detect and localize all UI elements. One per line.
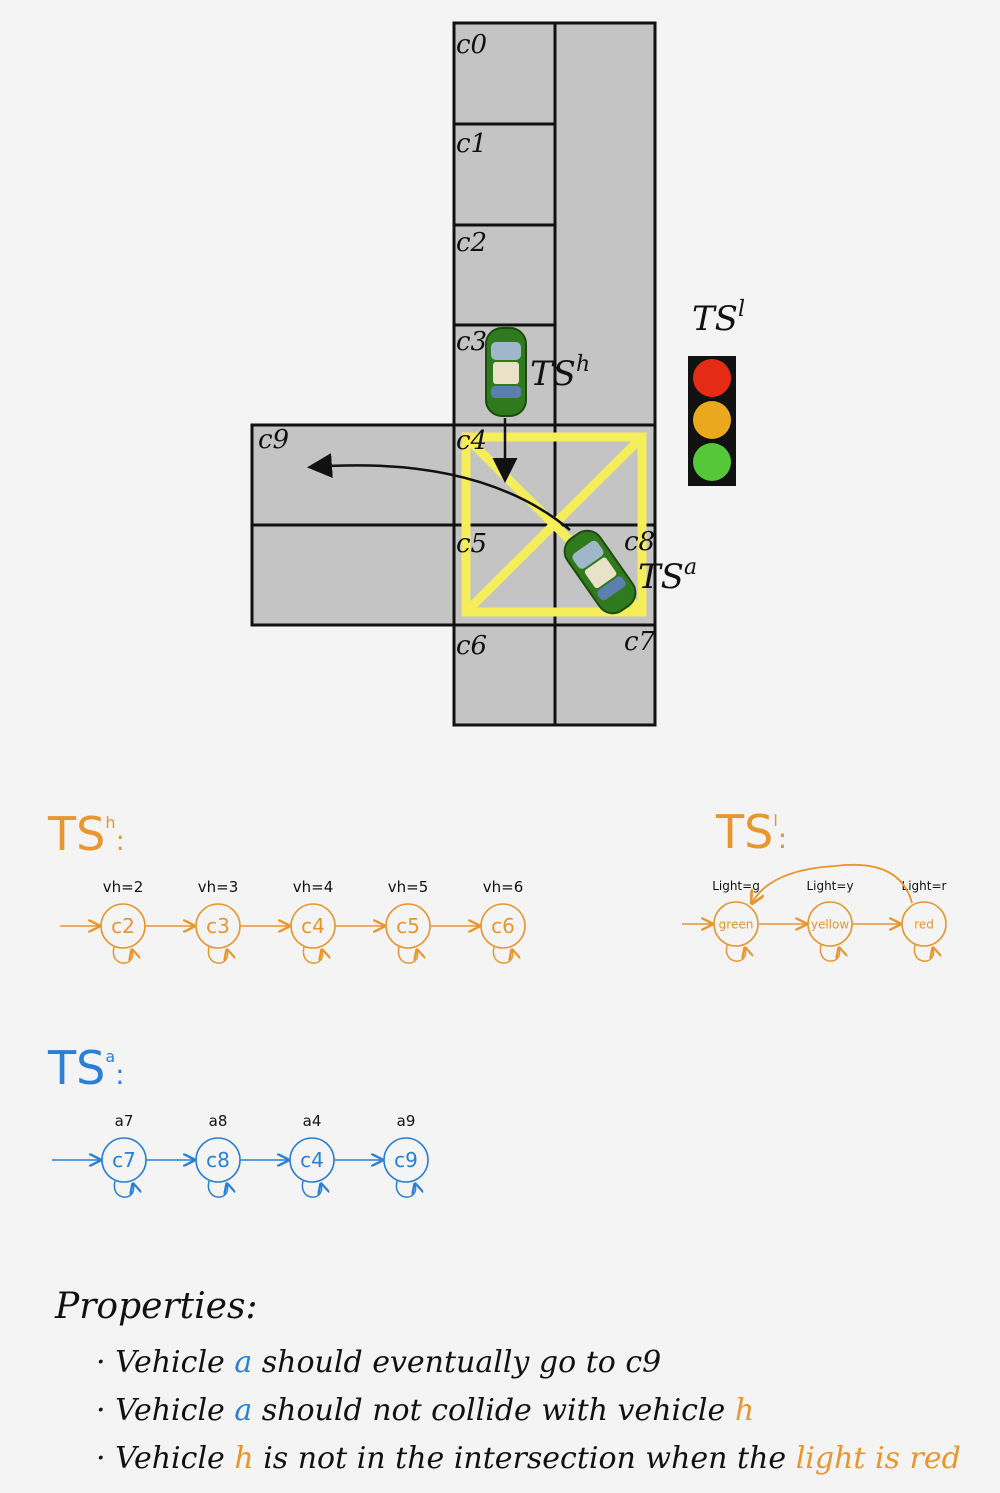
ts_h-state-label: c4: [301, 914, 325, 938]
ts_h-self-loop: [397, 946, 417, 964]
ts_h-self-loop: [112, 946, 132, 964]
property-line-3: · Vehicle h is not in the intersection w…: [96, 1441, 961, 1476]
ts_l-self-loop: [913, 944, 933, 962]
cell-c1: [452, 122, 557, 227]
ts_l-state-label: yellow: [811, 917, 849, 931]
properties-heading: Properties:: [54, 1286, 258, 1327]
ts-a-map-label: TSa: [638, 555, 697, 597]
ts_a-self-loop: [113, 1180, 133, 1198]
ts_h-self-loop: [492, 946, 512, 964]
ts-a-section: TSa: c7 a7 c8 a8 c4 a4 c9 a9: [47, 1041, 429, 1198]
traffic-light-icon: [688, 356, 736, 486]
ts-l-map-label: TSl: [692, 297, 745, 339]
ts_a-self-loop: [301, 1180, 321, 1198]
ts_h-state-label: c6: [491, 914, 515, 938]
ts_l-prop-label: Light=r: [902, 879, 947, 893]
ts_h-prop-label: vh=2: [103, 878, 144, 896]
ts-h-section: TSh: c2 vh=2 c3 vh=3 c4 vh=4 c5 vh=5 c6 vh=6: [47, 807, 526, 964]
ts_h-self-loop: [207, 946, 227, 964]
ts_a-prop-label: a4: [303, 1112, 322, 1130]
ts_h-prop-label: vh=4: [293, 878, 334, 896]
ts_a-state-label: c9: [394, 1148, 418, 1172]
ts_l-state-label: red: [914, 917, 934, 931]
cell-label-c9: c9: [258, 425, 289, 455]
ts_l-state-label: green: [719, 917, 754, 931]
cell-label-c1: c1: [456, 129, 487, 159]
ts_a-prop-label: a7: [115, 1112, 134, 1130]
car-a-motion-arrow: [307, 453, 571, 531]
road-map: c0 c1 c2 c3 c4 c5 c6 c7 c8 c9 TSh TSa TS…: [250, 21, 745, 727]
ts_h-state-label: c2: [111, 914, 135, 938]
cell-label-c3: c3: [456, 327, 487, 357]
ts_h-state-c6: [480, 903, 526, 949]
cell-label-c5: c5: [456, 529, 487, 559]
cell-label-c0: c0: [456, 30, 487, 60]
ts_h-state-label: c3: [206, 914, 230, 938]
ts_a-state-label: c7: [112, 1148, 136, 1172]
cell-label-c7: c7: [624, 627, 656, 657]
properties-section: Properties: · Vehicle a should eventuall…: [54, 1286, 961, 1476]
ts_a-state-label: c8: [206, 1148, 230, 1172]
cell-label-c8: c8: [624, 527, 655, 557]
ts_h-prop-label: vh=3: [198, 878, 239, 896]
cell-label-c6: c6: [456, 631, 487, 661]
west-lane-south: [250, 523, 456, 627]
cell-c0: [452, 21, 557, 126]
cell-label-c2: c2: [456, 228, 487, 258]
car-h-icon: [485, 327, 527, 417]
ts_a-prop-label: a9: [397, 1112, 416, 1130]
ts_h-self-loop: [302, 946, 322, 964]
cell-c7: [553, 623, 657, 727]
ts_a-self-loop: [207, 1180, 227, 1198]
property-line-1: · Vehicle a should eventually go to c9: [96, 1345, 661, 1380]
ts_a-prop-label: a8: [209, 1112, 228, 1130]
ts_h-prop-label: vh=6: [483, 878, 524, 896]
ts_l-state-red: [901, 901, 947, 947]
ts_a-state-c9: [383, 1137, 429, 1183]
ts-l-red-to-green-arrow: [752, 863, 913, 903]
ts-l-title: TSl:: [715, 805, 787, 859]
ts_h-state-label: c5: [396, 914, 420, 938]
ts_l-prop-label: Light=y: [806, 879, 853, 893]
ts_h-prop-label: vh=5: [388, 878, 429, 896]
ts_l-self-loop: [725, 944, 745, 962]
ts-a-title: TSa:: [47, 1041, 125, 1095]
ts_l-prop-label: Light=g: [712, 879, 760, 893]
ts_a-self-loop: [395, 1180, 415, 1198]
ts-l-section: TSl: green Light=g yellow Light=y red Light=r: [682, 805, 947, 962]
property-line-2: · Vehicle a should not collide with vehi…: [96, 1393, 754, 1428]
cell-c9: [250, 423, 456, 527]
cell-label-c4: c4: [456, 426, 487, 456]
car-a-icon: [563, 529, 637, 615]
ts_a-state-label: c4: [300, 1148, 324, 1172]
ts-h-title: TSh:: [47, 807, 125, 861]
ts_l-self-loop: [819, 944, 839, 962]
